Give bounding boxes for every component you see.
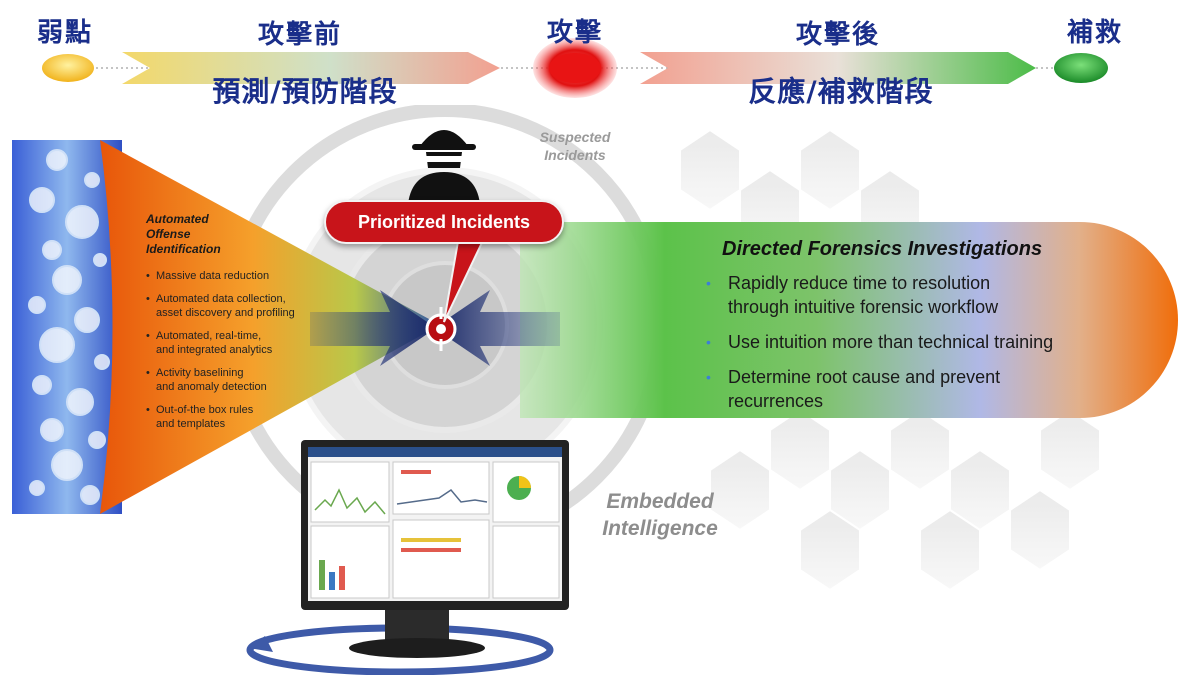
left-bullet: Automated data collection, asset discove… (146, 292, 326, 320)
left-bullet: Massive data reduction (146, 269, 326, 283)
left-bullet: Activity baselining and anomaly detectio… (146, 366, 326, 394)
left-bullet: Automated, real-time, and integrated ana… (146, 329, 326, 357)
left-bullet: Out-of-the box rules and templates (146, 403, 326, 431)
timeline (42, 38, 1108, 98)
phase-prevention: 預測/預防階段 (212, 75, 398, 108)
data-column (12, 140, 122, 514)
stage-remediation: 補救 (1066, 18, 1123, 48)
hex-pattern-background (679, 128, 1101, 592)
right-bullet: Rapidly reduce time to resolution throug… (706, 271, 1146, 319)
phase-response: 反應/補救階段 (748, 75, 934, 108)
monitor-icon (246, 440, 569, 675)
right-panel-title: Directed Forensics Investigations (722, 238, 1043, 260)
right-bullet: Determine root cause and prevent recurre… (706, 365, 1146, 413)
stage-pre-attack: 攻擊前 (257, 20, 342, 50)
callout-pointer (443, 230, 490, 323)
left-panel-title: Automated Offense Identification (146, 212, 221, 256)
stage-post-attack: 攻擊後 (795, 20, 880, 50)
embedded-intelligence-label: Embedded Intelligence (602, 490, 718, 540)
stage-attack: 攻擊 (546, 18, 603, 48)
right-panel: Directed Forensics Investigations Rapidl… (706, 238, 1146, 424)
suspected-incidents-label: Suspected Incidents (539, 129, 611, 163)
stage-vulnerability: 弱點 (36, 18, 93, 48)
spy-icon (408, 130, 480, 204)
right-bullet: Use intuition more than technical traini… (706, 330, 1146, 354)
left-panel: Automated Offense Identification Massive… (146, 212, 326, 440)
converging-arrows (310, 290, 560, 366)
target-icon (425, 307, 457, 351)
prioritized-incidents-callout: Prioritized Incidents (324, 200, 564, 244)
